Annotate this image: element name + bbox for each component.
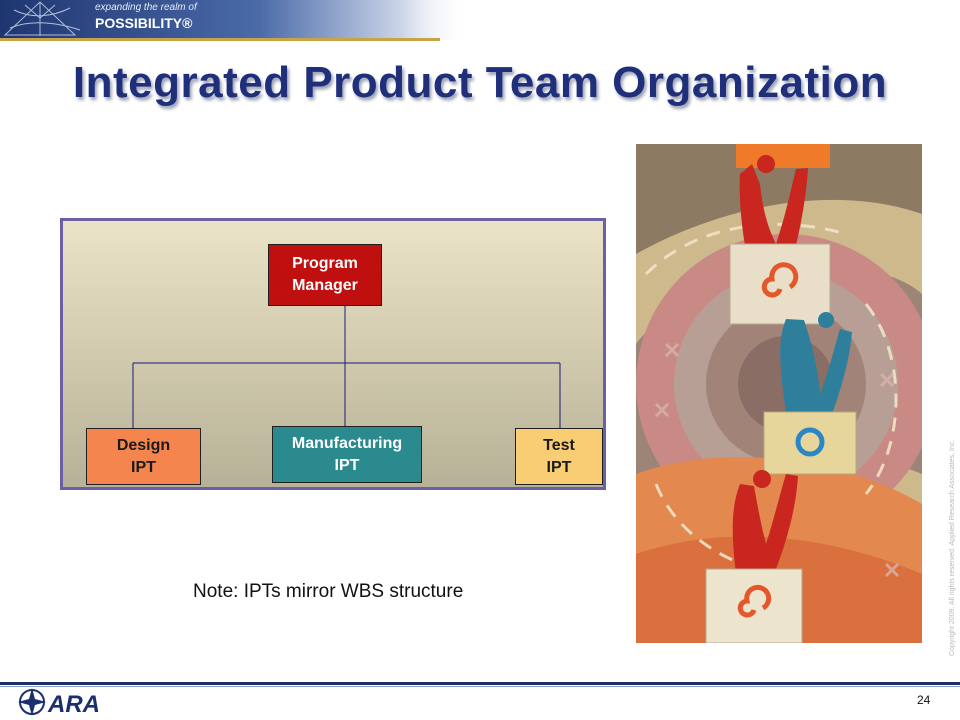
- compass-logo-icon: [18, 688, 46, 716]
- banner-tagline-big: POSSIBILITY®: [95, 15, 193, 31]
- page-number: 24: [917, 693, 931, 707]
- header-banner: expanding the realm of POSSIBILITY®: [0, 0, 470, 44]
- program-manager-box: Program Manager: [268, 244, 382, 306]
- teal-figure-middle: [780, 312, 852, 414]
- footer-rule: [0, 682, 960, 685]
- ara-logo-text: ARA: [47, 691, 100, 718]
- manufacturing-ipt-line2: IPT: [334, 456, 360, 474]
- slide-note: Note: IPTs mirror WBS structure: [193, 581, 464, 602]
- ara-logo: ARA: [18, 688, 100, 718]
- test-ipt-box: Test IPT: [515, 428, 603, 485]
- org-chart-connectors: [132, 306, 561, 428]
- banner-tagline-small: expanding the realm of: [95, 2, 197, 13]
- program-manager-line2: Manager: [292, 277, 358, 294]
- footer-rule-thin: [0, 686, 960, 687]
- org-chart-panel: Program Manager Design IPT Manufacturing…: [60, 218, 606, 490]
- compass-star-icon: [3, 1, 81, 36]
- design-ipt-line1: Design: [116, 436, 171, 454]
- copyright-text: Copyright 2009. All rights reserved. App…: [949, 439, 956, 656]
- teamwork-illustration: [636, 144, 922, 643]
- manufacturing-ipt-line1: Manufacturing: [291, 434, 403, 452]
- banner-graphic: [0, 0, 470, 41]
- red-figure-bottom: [732, 470, 798, 574]
- slide-title: Integrated Product Team Organization: [72, 58, 888, 107]
- test-ipt-line1: Test: [543, 436, 575, 454]
- test-ipt-line2: IPT: [546, 458, 572, 476]
- manufacturing-ipt-box: Manufacturing IPT: [272, 426, 422, 483]
- design-ipt-line2: IPT: [131, 458, 156, 476]
- design-ipt-box: Design IPT: [86, 428, 201, 485]
- program-manager-line1: Program: [292, 255, 358, 272]
